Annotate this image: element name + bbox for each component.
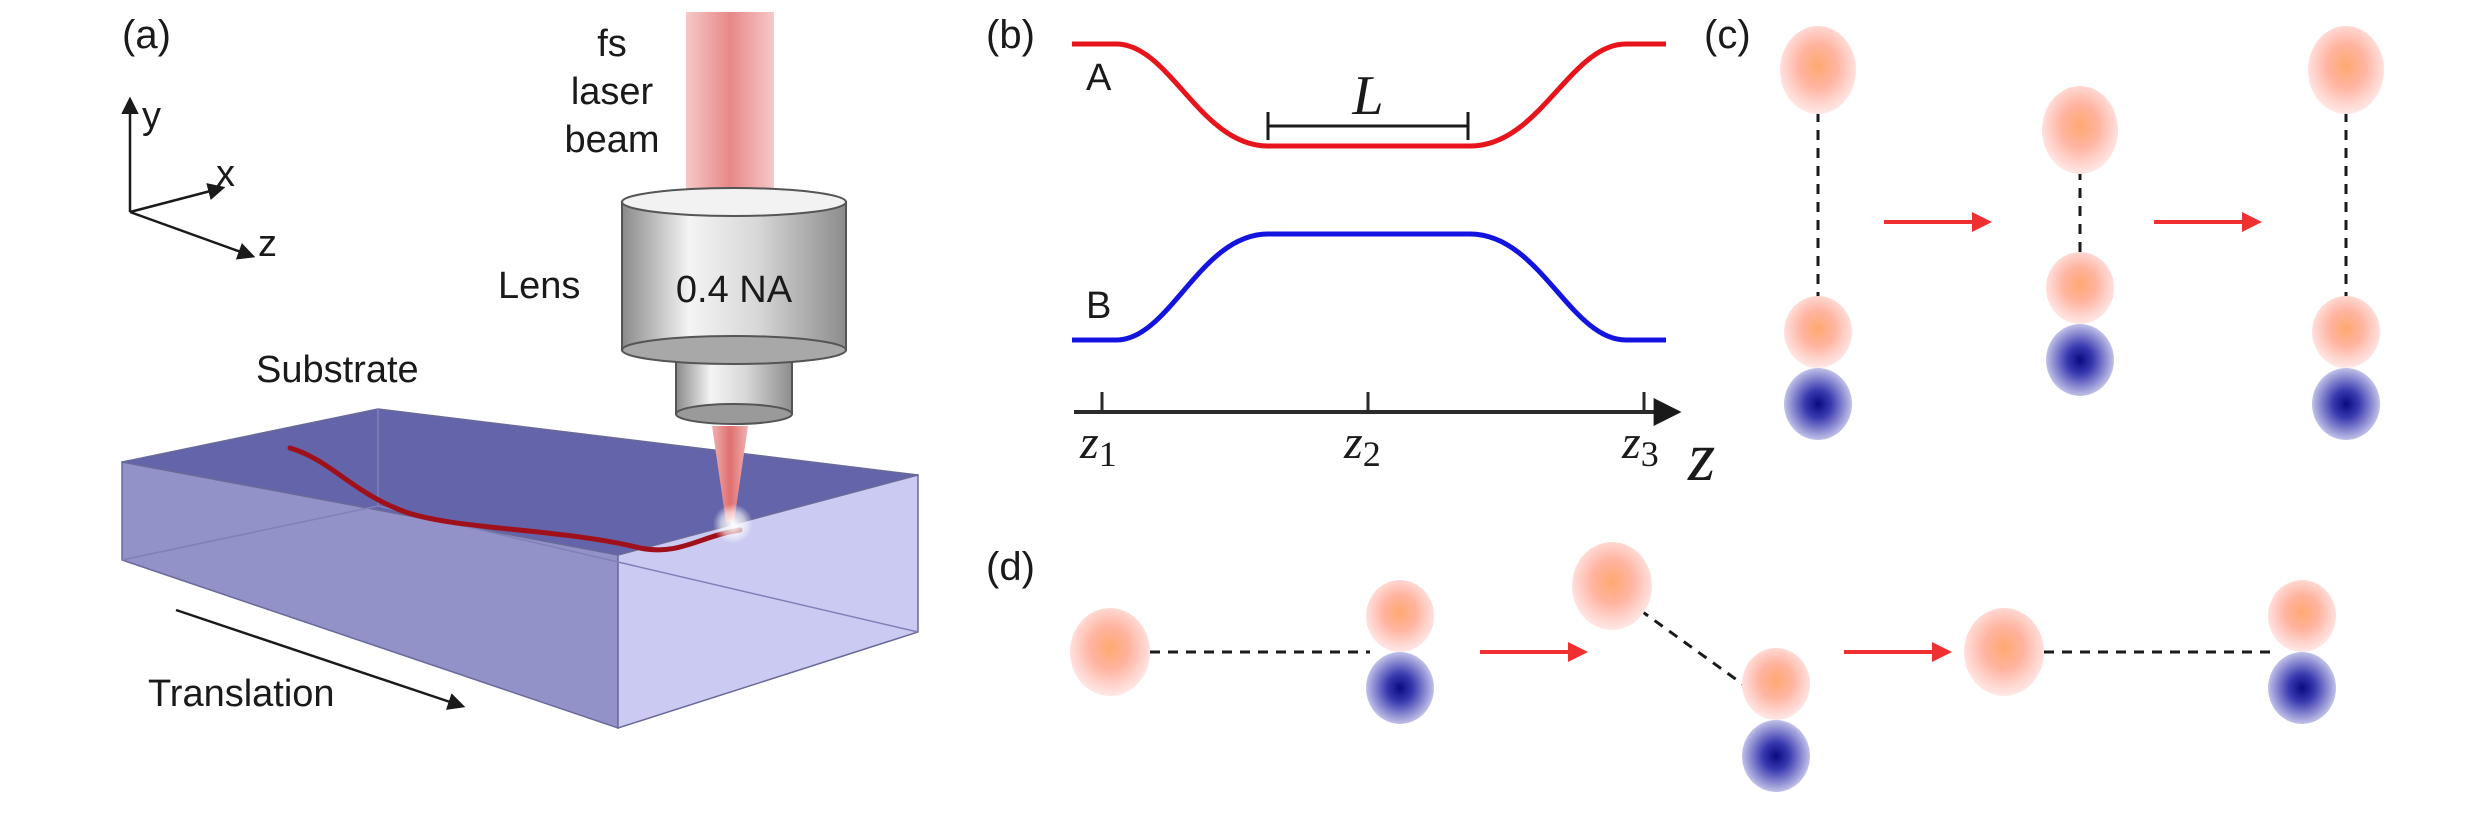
red-orb: [1572, 542, 1652, 630]
tick-label-z3: z3: [1621, 416, 1659, 474]
panel-d: (d): [986, 542, 2336, 792]
curve-b: [1072, 231, 1666, 343]
translation-arrow: [175, 608, 466, 710]
dashed-link: [1639, 608, 1749, 690]
z-axis-label: z: [258, 223, 277, 265]
red-orb: [2046, 252, 2114, 324]
red-orb: [2312, 296, 2380, 368]
red-orb: [1784, 296, 1852, 368]
coordinate-axes: y x z: [121, 95, 277, 265]
beam-label-line2: laser: [571, 71, 654, 113]
red-orb: [2268, 580, 2336, 652]
red-orb: [1742, 648, 1810, 720]
lens-body-bottom: [621, 335, 847, 365]
x-axis-arrow: [129, 183, 226, 214]
focal-spot: [713, 504, 753, 544]
translation-label: Translation: [148, 673, 335, 715]
written-waveguide: [287, 445, 743, 553]
laser-beam: [686, 12, 774, 217]
beam-label-line1: fs: [597, 23, 627, 65]
lens-label: Lens: [498, 265, 580, 307]
panel-a: (a) y x z: [121, 12, 919, 730]
curve-a: [1072, 41, 1666, 149]
panel-c: (c): [1704, 13, 2384, 440]
panel-b-label: (b): [986, 13, 1035, 57]
focused-beam: [712, 426, 748, 522]
z-axis-arrow: [129, 210, 256, 260]
blue-orb: [2268, 652, 2336, 724]
red-orb: [2308, 26, 2384, 114]
red-orb: [1964, 608, 2044, 696]
blue-orb: [1366, 652, 1434, 724]
lens-na-label: 0.4 NA: [676, 269, 793, 311]
lens-nozzle-bottom: [675, 403, 793, 425]
lens-body: [621, 201, 847, 351]
panel-d-label: (d): [986, 545, 1035, 589]
curve-b-label: B: [1086, 285, 1111, 327]
panel-b: (b) A B L z1 z2 z3 z: [986, 13, 1715, 496]
beam-label-line3: beam: [564, 119, 659, 161]
y-axis-label: y: [142, 95, 161, 137]
red-orb: [1070, 608, 1150, 696]
substrate-hidden-edge-2: [377, 505, 919, 633]
blue-orb: [2046, 324, 2114, 396]
red-orb: [2042, 86, 2118, 174]
lens-body-top: [621, 187, 847, 217]
substrate-label: Substrate: [256, 349, 419, 391]
tick-label-z1: z1: [1079, 416, 1117, 474]
blue-orb: [2312, 368, 2380, 440]
tick-label-z2: z2: [1343, 416, 1381, 474]
z-axis-title: z: [1687, 419, 1715, 496]
panel-c-label: (c): [1704, 13, 1751, 57]
panel-a-label: (a): [122, 13, 171, 57]
blue-orb: [1784, 368, 1852, 440]
red-orb: [1780, 26, 1856, 114]
x-axis-label: x: [216, 153, 235, 195]
length-bracket: L: [1266, 65, 1470, 140]
red-orb: [1366, 580, 1434, 652]
objective-lens: 0.4 NA: [621, 187, 847, 425]
length-label: L: [1351, 65, 1383, 127]
curve-a-label: A: [1086, 57, 1112, 99]
z-axis: z1 z2 z3 z: [1074, 392, 1715, 496]
blue-orb: [1742, 720, 1810, 792]
